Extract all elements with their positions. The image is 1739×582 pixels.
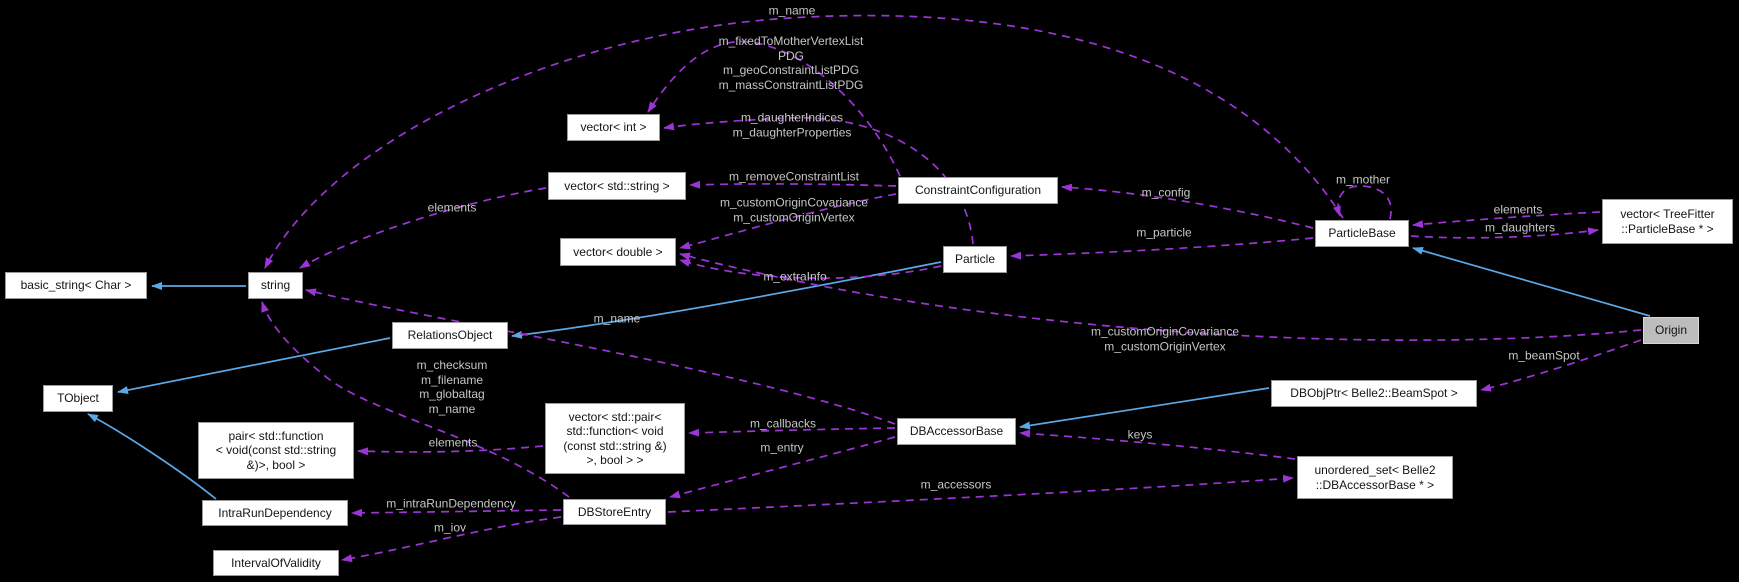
edge-unorderedset-dbaccessorbase (1019, 429, 1296, 460)
node-particle-base[interactable]: ParticleBase (1315, 220, 1409, 247)
edge-dbstoreentry-intervalofvalidity (341, 516, 562, 563)
node-interval-of-validity[interactable]: IntervalOfValidity (213, 550, 339, 576)
node-vector-std-pair[interactable]: vector< std::pair< std::function< void (… (545, 403, 685, 474)
node-vector-treefitter-particlebase[interactable]: vector< TreeFitter ::ParticleBase * > (1602, 199, 1733, 244)
node-vector-double[interactable]: vector< double > (560, 238, 676, 266)
edge-constraintconfig-vectorstring (689, 180, 897, 189)
edge-dbstoreentry-string (261, 301, 570, 498)
edge-particle-relationsobject (511, 261, 942, 339)
node-vector-int[interactable]: vector< int > (567, 114, 660, 141)
edge-origin-particlebase (1412, 247, 1651, 317)
node-string[interactable]: string (248, 272, 303, 299)
edge-particlebase-vectortreefitter (1410, 227, 1599, 239)
edge-dbstoreentry-unorderedset (667, 474, 1294, 513)
node-basic-string-char[interactable]: basic_string< Char > (5, 272, 147, 299)
edge-constraintconfig-vectorint (647, 40, 901, 177)
edge-particlebase-constraintconfig (1061, 183, 1314, 229)
edge-dbaccessorbase-string (305, 288, 896, 425)
edge-origin-dbobjptr (1480, 339, 1642, 392)
edge-dbstoreentry-intrarundependency (351, 508, 562, 517)
edge-vectorpair-pair (357, 445, 544, 456)
edge-particlebase-particle (1010, 237, 1314, 260)
edge-dbobjptr-dbaccessorbase (1019, 387, 1270, 430)
edge-particlebase-self-mmother (1333, 185, 1392, 220)
edge-particle-vectordouble (679, 259, 942, 279)
edge-particlebase-string-mname (264, 14, 1344, 269)
node-unordered-set-dbaccessorbase[interactable]: unordered_set< Belle2 ::DBAccessorBase *… (1297, 456, 1453, 499)
edge-constraintconfig-vectordouble (679, 193, 897, 250)
edge-intrarundependency-tobject (87, 413, 217, 500)
node-intra-run-dependency[interactable]: IntraRunDependency (202, 500, 348, 526)
edge-dbaccessorbase-dbstoreentry (669, 436, 896, 499)
edge-dbaccessorbase-vectorpair (688, 427, 896, 437)
edge-vectortreefitter-particlebase (1412, 211, 1601, 229)
node-relations-object[interactable]: RelationsObject (392, 322, 508, 349)
edge-vectorstring-string (299, 187, 547, 269)
node-vector-std-string[interactable]: vector< std::string > (548, 172, 686, 200)
edge-origin-vectordouble (679, 252, 1642, 341)
node-tobject[interactable]: TObject (43, 385, 113, 412)
edge-relationsobject-tobject (117, 337, 391, 394)
node-origin[interactable]: Origin (1643, 317, 1699, 344)
node-pair-std-function[interactable]: pair< std::function < void(const std::st… (198, 422, 354, 479)
node-db-store-entry[interactable]: DBStoreEntry (563, 499, 666, 525)
node-db-obj-ptr-beamspot[interactable]: DBObjPtr< Belle2::BeamSpot > (1271, 380, 1477, 407)
node-db-accessor-base[interactable]: DBAccessorBase (897, 418, 1016, 445)
node-particle[interactable]: Particle (943, 246, 1007, 273)
node-constraint-configuration[interactable]: ConstraintConfiguration (898, 177, 1058, 204)
